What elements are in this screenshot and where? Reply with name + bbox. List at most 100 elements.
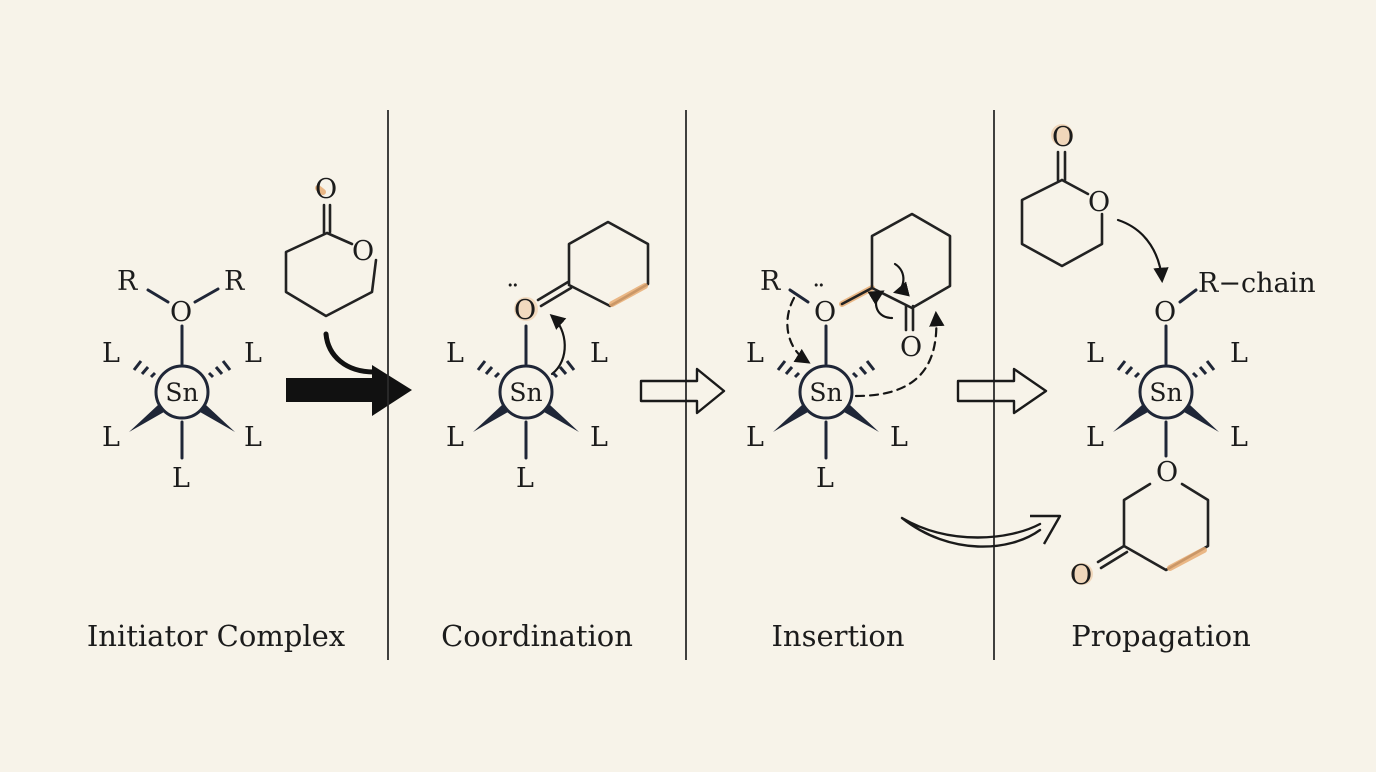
- lone-pair-dots: ¨: [812, 280, 826, 311]
- sn-circle: [154, 364, 210, 420]
- atom-o-alkoxide: O: [814, 297, 836, 328]
- atom-o-ring: O: [352, 236, 374, 267]
- wedge-bond-right: [544, 405, 579, 432]
- wedge-bond-right: [200, 405, 235, 432]
- curve-arrow: [323, 331, 377, 375]
- atom-o-ring-top: O: [1088, 187, 1110, 218]
- highlight-carbonyl-o: [315, 185, 326, 195]
- hashed-bond-left: [1116, 360, 1141, 379]
- hashed-bond-right: [1191, 360, 1216, 379]
- ligand-l-lower-left: L: [446, 422, 464, 453]
- ligand-l-lower-right: L: [590, 422, 608, 453]
- sweep-arrow-head: [1030, 514, 1062, 545]
- atom-r-right: R: [224, 266, 245, 297]
- sn-circle: [1138, 364, 1194, 420]
- atom-o-carbonyl: O: [315, 174, 337, 205]
- stage-insertion: R ¨ O O Sn L L L L: [746, 212, 1062, 548]
- hashed-bond-right: [851, 360, 876, 379]
- ligand-l-upper-right: L: [1230, 338, 1248, 369]
- atom-o-ether: O: [170, 297, 192, 328]
- dashed-arrow-left: [786, 296, 811, 364]
- ligand-l-upper-right: L: [590, 338, 608, 369]
- bond-o-c: [840, 286, 874, 306]
- atom-r: R: [760, 266, 781, 297]
- atom-o-carbonyl: O: [900, 332, 922, 363]
- hashed-bond-right: [207, 360, 232, 379]
- highlight-carbonyl-o-bottom: [1071, 563, 1093, 585]
- caption-coordination: Coordination: [441, 619, 633, 653]
- carbonyl-double-bond-bottom: [1096, 544, 1129, 570]
- caption-insertion: Insertion: [771, 619, 904, 653]
- atom-o-carbonyl-top: O: [1052, 122, 1074, 153]
- ligand-l-upper-left: L: [746, 338, 764, 369]
- ligand-l-bottom: L: [172, 463, 190, 494]
- atom-sn: Sn: [1149, 378, 1182, 407]
- ligand-l-upper-left: L: [102, 338, 120, 369]
- hashed-bond-right: [551, 360, 576, 379]
- reaction-arrow-hollow: [956, 367, 1048, 415]
- carbonyl-double-bond: [322, 203, 332, 235]
- wedge-bond-left: [1113, 405, 1148, 432]
- hashed-bond-left: [776, 360, 801, 379]
- atom-o-ring-bottom: O: [1156, 457, 1178, 488]
- hashed-bond-left: [476, 360, 501, 379]
- atom-sn: Sn: [809, 378, 842, 407]
- highlight-ring-bond-bottom: [1167, 547, 1207, 571]
- ligand-l-lower-right: L: [244, 422, 262, 453]
- ring-insertion: [870, 212, 952, 310]
- ligand-l-upper-left: L: [1086, 338, 1104, 369]
- stage-captions: Initiator Complex Coordination Insertion…: [87, 619, 1251, 653]
- lone-pair-dots: ¨: [506, 280, 520, 311]
- wedge-bond-left: [473, 405, 508, 432]
- caption-propagation: Propagation: [1071, 619, 1251, 653]
- bond-r-o-left: [146, 288, 170, 304]
- ligand-l-bottom: L: [816, 463, 834, 494]
- wedge-bond-left: [773, 405, 808, 432]
- lactone-ring: [284, 231, 378, 318]
- atom-o-chain: O: [1154, 297, 1176, 328]
- curved-arrow-small-top: [893, 262, 910, 297]
- wedge-bond-left: [129, 405, 164, 432]
- atom-r-chain: R−chain: [1198, 268, 1316, 299]
- ligand-l-bottom: L: [516, 463, 534, 494]
- highlight-ring-bond: [609, 283, 648, 307]
- reaction-arrow-hollow: [639, 367, 726, 415]
- sn-ligand-bonds: [129, 360, 235, 460]
- carbonyl-double-bond: [904, 304, 915, 332]
- sn-circle: [798, 364, 854, 420]
- attack-arrow: [1116, 218, 1169, 284]
- stage-coordination: ¨ O Sn L L L L L: [446, 220, 726, 494]
- atom-o-carbonyl-bottom: O: [1070, 560, 1092, 591]
- carbonyl-double-bond-top: [1056, 150, 1067, 182]
- highlight-carbonyl-o: [1051, 124, 1073, 146]
- highlight-o: [514, 297, 538, 321]
- atom-o-coordinated: O: [514, 295, 536, 326]
- dashed-arrow-right: [854, 310, 945, 398]
- bond-o-r: [1178, 288, 1198, 304]
- ligand-l-lower-right: L: [890, 422, 908, 453]
- wedge-bond-right: [1184, 405, 1219, 432]
- hashed-bond-left: [132, 360, 157, 379]
- bond-o-r-right: [193, 287, 220, 304]
- reaction-arrow-bold: [286, 365, 412, 416]
- atom-sn: Sn: [165, 378, 198, 407]
- sweep-arrow-body: [900, 516, 1042, 548]
- curved-arrow-small-bottom: [867, 290, 894, 320]
- stage-propagation: O O O R−chain Sn L L L L O O: [1020, 122, 1316, 591]
- lactone-ring-top: [1020, 178, 1104, 268]
- sn-circle: [498, 364, 554, 420]
- ligand-l-upper-left: L: [446, 338, 464, 369]
- ligand-l-lower-left: L: [1086, 422, 1104, 453]
- ligand-l-lower-right: L: [1230, 422, 1248, 453]
- lactone-monomer: O O: [284, 174, 378, 318]
- ligand-l-upper-right: L: [244, 338, 262, 369]
- curved-arrow-coordination: [549, 313, 567, 376]
- wedge-bond-right: [844, 405, 879, 432]
- ligand-l-lower-left: L: [746, 422, 764, 453]
- carbonyl-double-bond: [536, 280, 573, 308]
- atom-r-left: R: [117, 266, 138, 297]
- ligand-l-lower-left: L: [102, 422, 120, 453]
- lactone-ring-bottom: [1122, 482, 1210, 572]
